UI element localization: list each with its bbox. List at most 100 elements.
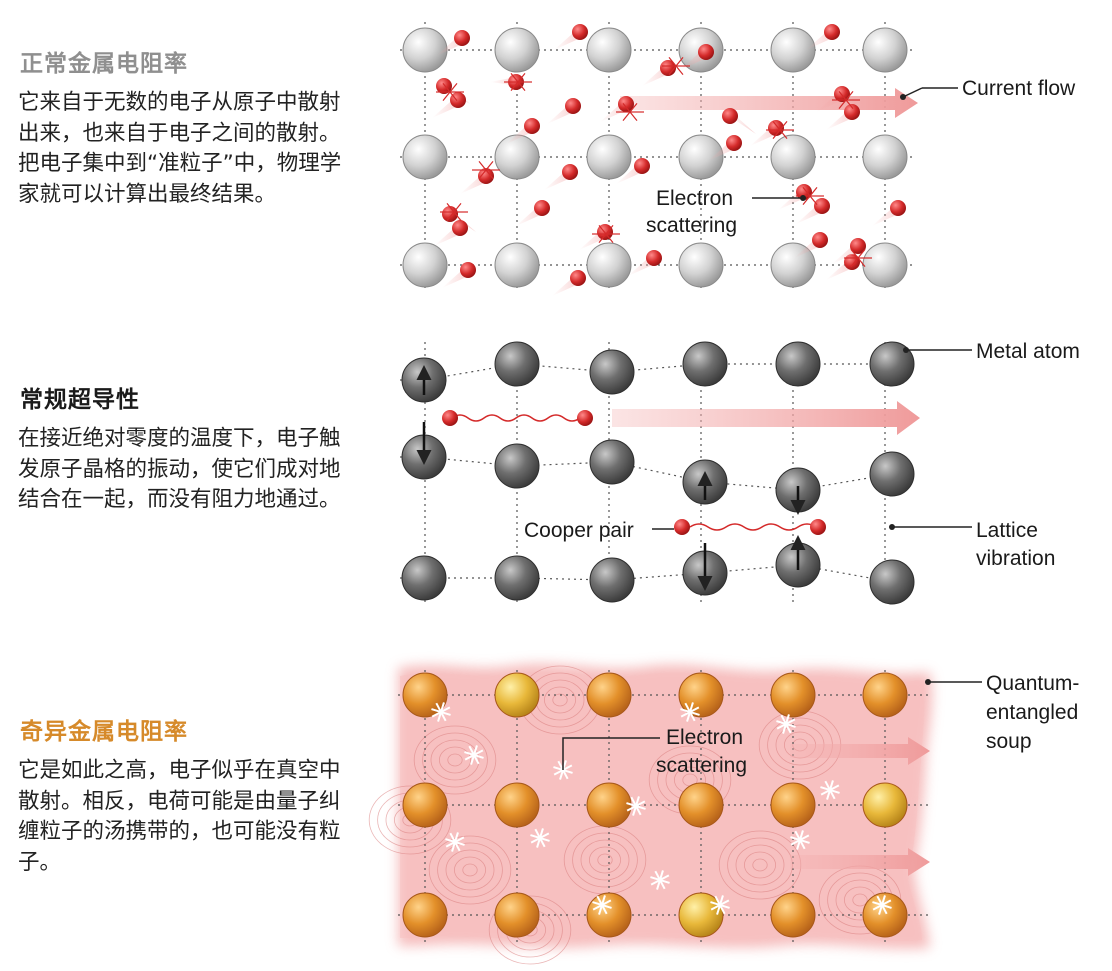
ripple: [447, 753, 463, 767]
metal-atom: [586, 27, 632, 73]
electron: [577, 410, 593, 426]
electron: [478, 168, 494, 184]
metal-atom: [862, 782, 908, 828]
metal-atom: [869, 451, 915, 497]
scattering-label: scattering: [656, 754, 747, 777]
scattering-burst: [478, 160, 487, 171]
quantum-soup: [398, 663, 933, 949]
scattering-burst: [809, 186, 818, 197]
metal-atom: [770, 672, 816, 718]
scattering-burst: [802, 195, 811, 206]
scattering-burst: [510, 72, 519, 83]
scattering-spark: [464, 749, 484, 761]
metal-atom: [586, 242, 632, 288]
lattice-row: [400, 363, 912, 381]
scattering-burst: [449, 91, 458, 102]
scattering-burst: [802, 186, 811, 197]
scattering-spark: [530, 832, 550, 844]
current-flow-arrow: [790, 737, 930, 765]
scattering-spark: [710, 899, 730, 911]
current-flow-arrow: [620, 88, 918, 118]
electron: [810, 519, 826, 535]
scattering-spark: [872, 899, 892, 911]
scattering-burst: [845, 99, 854, 110]
scattering-burst: [668, 65, 677, 76]
electron: [812, 232, 828, 248]
metal-atom: [869, 559, 915, 605]
panel-super-body: 在接近绝对零度的温度下，电子触发原子晶格的振动，使它们成对地结合在一起，而没有阻…: [18, 426, 341, 512]
metal-atom: [770, 27, 816, 73]
metal-atom: [402, 892, 448, 938]
scattering-burst: [485, 160, 494, 171]
ripple: [368, 785, 452, 855]
metal-atom: [402, 782, 448, 828]
metal-atoms: [402, 672, 908, 938]
metal-atom: [869, 341, 915, 387]
electron: [674, 519, 690, 535]
scattering-burst: [453, 202, 462, 213]
current-flow-arrow: [612, 401, 920, 435]
ripple: [752, 858, 768, 872]
metal-atom: [862, 134, 908, 180]
metal-atom: [678, 782, 724, 828]
scattering-burst: [838, 99, 847, 110]
entangled-label: entangled: [986, 701, 1078, 724]
electron: [844, 104, 860, 120]
metal-atom: [678, 672, 724, 718]
electron: [698, 44, 714, 60]
ripple: [445, 849, 495, 891]
scattering-burst: [809, 195, 818, 206]
metal-atom: [770, 242, 816, 288]
electron: [850, 238, 866, 254]
ripple: [453, 856, 486, 884]
electron-scattering-leader: [562, 737, 660, 770]
scattering-burst: [622, 111, 631, 122]
scattering-spark: [626, 800, 646, 812]
scattering-spark: [820, 784, 840, 796]
metal-atom: [494, 27, 540, 73]
scattering-burst: [605, 233, 614, 244]
cooper-pair-label: Cooper pair: [524, 519, 634, 542]
panel-strange-body: 它是如此之高，电子似乎在真空中散射。相反，电荷可能是由量子纠缠粒子的汤携带的，也…: [18, 758, 341, 875]
scattering-burst: [442, 91, 451, 102]
scattering-burst: [598, 224, 607, 235]
metal-atoms: [401, 341, 915, 605]
ripple: [430, 739, 480, 781]
ripple: [852, 893, 868, 907]
electron: [768, 120, 784, 136]
metal-atom: [862, 27, 908, 73]
panel-strange-text: 奇异金属电阻率 它是如此之高，电子似乎在真空中散射。相反，电荷可能是由量子纠缠粒…: [18, 712, 358, 878]
electron: [442, 410, 458, 426]
scattering-spark: [776, 718, 796, 730]
metal-atom: [494, 892, 540, 938]
scattering-burst: [442, 82, 451, 93]
current-flow-dot: [900, 94, 906, 100]
metal-atom: [589, 557, 635, 603]
scattering-burst: [446, 202, 455, 213]
metal-atom: [401, 555, 447, 601]
scattering-burst: [605, 224, 614, 235]
metal-atom: [770, 782, 816, 828]
vibration-arrows: [416, 365, 806, 591]
vibration-label: vibration: [976, 547, 1055, 570]
scattering-burst: [675, 56, 684, 67]
lattice-grid: [400, 22, 912, 292]
electron: [524, 118, 540, 134]
panel-normal-body: 它来自于无数的电子从原子中散射出来，也来自于电子之间的散射。把电子集中到“准粒子…: [18, 90, 342, 207]
metal-atom: [678, 892, 724, 938]
metal-atom: [678, 242, 724, 288]
lattice-row: [400, 456, 912, 491]
scattering-burst: [629, 111, 638, 122]
metal-atom: [589, 439, 635, 485]
lattice-label: Lattice: [976, 519, 1038, 542]
scattering-spark: [431, 706, 451, 718]
metal-atom: [494, 443, 540, 489]
panel-normal-title: 正常金属电阻率: [20, 51, 188, 77]
electron: [646, 250, 662, 266]
scattering-burst: [779, 120, 788, 131]
metal-atom: [586, 672, 632, 718]
electron: [562, 164, 578, 180]
scattering-sparks: [431, 702, 892, 915]
metal-atom: [770, 134, 816, 180]
